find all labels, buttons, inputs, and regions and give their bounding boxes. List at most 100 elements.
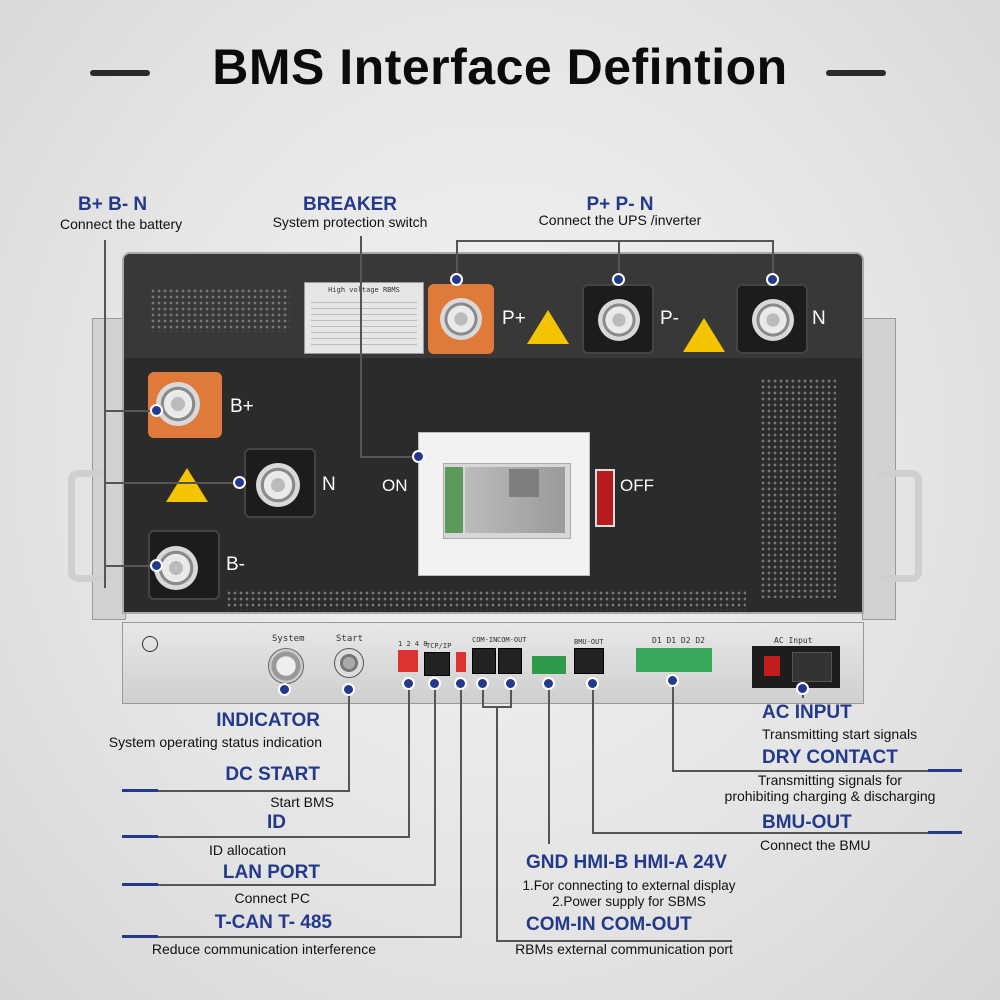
callout-dot bbox=[428, 677, 441, 690]
com-in-label: COM-IN bbox=[472, 636, 498, 644]
ac-input-label: AC Input bbox=[774, 636, 813, 645]
right-handle bbox=[876, 470, 922, 582]
danger-warning-icon bbox=[166, 468, 208, 502]
rating-label-plate: High voltage RBMS bbox=[304, 282, 424, 354]
leader-line bbox=[158, 836, 410, 838]
title-rule-right bbox=[826, 70, 886, 76]
leader-line bbox=[456, 240, 458, 280]
breaker-off-indicator bbox=[445, 467, 463, 533]
leader-line bbox=[496, 940, 732, 942]
dip-switch[interactable] bbox=[398, 650, 418, 672]
ac-input-socket[interactable] bbox=[752, 646, 840, 688]
dc-start-callout-desc: Start BMS bbox=[270, 794, 334, 810]
callout-underline bbox=[122, 883, 158, 886]
leader-line bbox=[104, 482, 240, 484]
danger-warning-icon bbox=[683, 318, 725, 352]
dip-label: 1 2 4 8 bbox=[398, 640, 428, 648]
callout-dot bbox=[233, 476, 246, 489]
com-in-port[interactable] bbox=[472, 648, 496, 674]
bmu-out-label: BMU-OUT bbox=[574, 638, 604, 646]
leader-line bbox=[158, 790, 350, 792]
left-handle bbox=[68, 470, 114, 582]
callout-dot bbox=[412, 450, 425, 463]
com-leader bbox=[496, 706, 498, 942]
hmi-terminal-block[interactable] bbox=[532, 656, 566, 674]
com-out-port[interactable] bbox=[498, 648, 522, 674]
dc-start-callout-title: DC START bbox=[225, 764, 320, 785]
dry-contact-label: D1 D1 D2 D2 bbox=[652, 636, 705, 645]
leader-line bbox=[158, 936, 462, 938]
callout-underline bbox=[122, 789, 158, 792]
callout-underline bbox=[122, 835, 158, 838]
breaker-lever-tip bbox=[509, 469, 539, 497]
breaker-off-label: OFF bbox=[620, 476, 654, 495]
leader-line bbox=[772, 240, 774, 280]
id-callout-desc: ID allocation bbox=[208, 842, 286, 858]
callout-dot bbox=[766, 273, 779, 286]
ups-callout-desc: Connect the UPS /inverter bbox=[538, 212, 702, 228]
b-plus-label: B+ bbox=[230, 396, 254, 417]
label-plate-title: High voltage RBMS bbox=[328, 286, 400, 294]
hmi-callout-title: GND HMI-B HMI-A 24V bbox=[526, 852, 727, 873]
leader-line bbox=[158, 884, 436, 886]
tcan-leader bbox=[460, 688, 462, 938]
side-vent bbox=[760, 378, 836, 598]
callout-underline bbox=[928, 769, 962, 772]
leader-line bbox=[510, 688, 512, 708]
p-minus-label: P- bbox=[660, 308, 679, 329]
ac-callout-desc: Transmitting start signals bbox=[762, 726, 918, 742]
dry-callout-desc-1: Transmitting signals for bbox=[757, 772, 903, 788]
callout-dot bbox=[150, 404, 163, 417]
com-callout-desc: RBMs external communication port bbox=[515, 941, 733, 957]
dry-contact-terminal[interactable] bbox=[636, 648, 712, 672]
battery-callout-title: B+ B- N bbox=[78, 194, 148, 215]
callout-dot bbox=[454, 677, 467, 690]
start-button[interactable] bbox=[334, 648, 364, 678]
leader-line bbox=[592, 832, 928, 834]
hmi-leader bbox=[548, 688, 550, 844]
start-label: Start bbox=[336, 634, 364, 644]
callout-dot bbox=[666, 674, 679, 687]
top-vent bbox=[150, 288, 290, 332]
ups-leader-line bbox=[456, 240, 774, 242]
p-plus-label: P+ bbox=[502, 308, 526, 329]
bmu-out-port[interactable] bbox=[574, 648, 604, 674]
lan-callout-title: LAN PORT bbox=[222, 862, 320, 883]
bottom-vent bbox=[226, 590, 746, 610]
dry-callout-title: DRY CONTACT bbox=[762, 747, 898, 768]
callout-dot bbox=[342, 683, 355, 696]
ac-power-switch[interactable] bbox=[764, 656, 780, 676]
bmu-leader bbox=[592, 688, 594, 834]
callout-dot bbox=[542, 677, 555, 690]
lan-port[interactable] bbox=[424, 652, 450, 676]
breaker-leader-line bbox=[360, 236, 362, 458]
hmi-callout-desc-1: 1.For connecting to external display bbox=[522, 878, 736, 893]
ac-callout-title: AC INPUT bbox=[762, 702, 852, 723]
p-plus-terminal bbox=[428, 284, 494, 354]
p-minus-terminal bbox=[582, 284, 654, 354]
breaker-callout-title: BREAKER bbox=[303, 194, 397, 215]
tcan-callout-title: T-CAN T- 485 bbox=[214, 912, 332, 933]
p-plus-bolt bbox=[440, 298, 482, 340]
breaker-switch[interactable] bbox=[418, 432, 615, 576]
n-top-terminal bbox=[736, 284, 808, 354]
com-callout-title: COM-IN COM-OUT bbox=[526, 914, 692, 935]
leader-line bbox=[482, 688, 484, 708]
n-left-terminal bbox=[244, 448, 316, 518]
callout-dot bbox=[504, 677, 517, 690]
indicator-callout-title: INDICATOR bbox=[216, 710, 320, 731]
tcan-485-switch[interactable] bbox=[456, 652, 466, 672]
n-top-bolt bbox=[752, 299, 794, 341]
callout-dot bbox=[150, 559, 163, 572]
battery-leader-line bbox=[104, 240, 106, 588]
page-title: BMS Interface Defintion bbox=[212, 39, 788, 95]
tcan-callout-desc: Reduce communication interference bbox=[151, 941, 376, 957]
b-plus-bolt bbox=[156, 382, 200, 426]
callout-underline bbox=[928, 831, 962, 834]
system-indicator-button[interactable] bbox=[268, 648, 304, 684]
callout-dot bbox=[476, 677, 489, 690]
left-bracket bbox=[92, 318, 126, 620]
lan-callout-desc: Connect PC bbox=[234, 890, 310, 906]
dry-callout-desc-2: prohibiting charging & discharging bbox=[724, 788, 936, 804]
leader-line bbox=[672, 770, 928, 772]
